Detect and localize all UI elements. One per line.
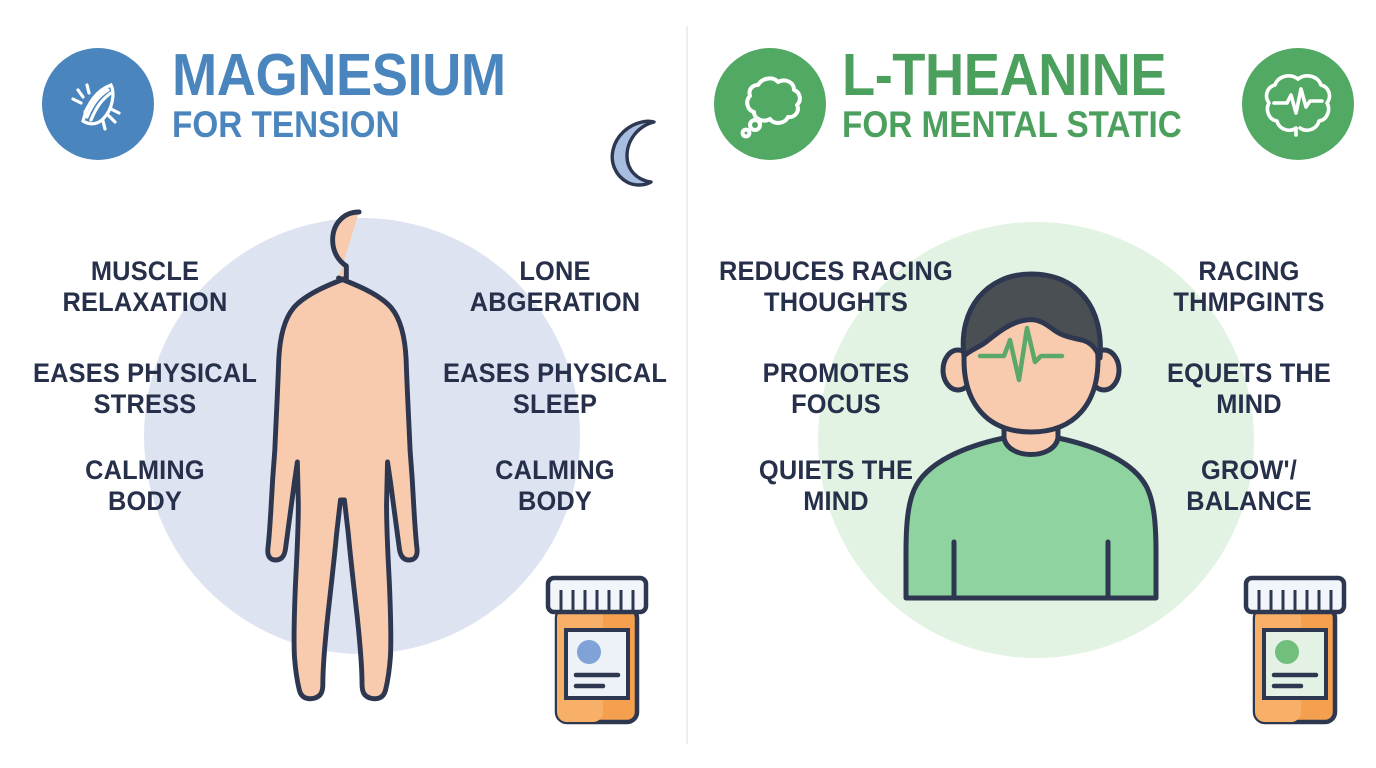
header-l-theanine: L-THEANINE FOR MENTAL STATIC <box>714 44 1354 164</box>
panel-magnesium: MAGNESIUM FOR TENSION MUSCLE RELAXATION … <box>0 0 686 768</box>
benefit-label-right-3: GROW'/ BALANCE <box>1186 455 1312 516</box>
benefit-label-right-1: LONE ABGERATION <box>469 256 641 317</box>
crescent-moon-icon <box>608 116 676 193</box>
benefit-label-left-3: CALMING BODY <box>85 455 205 516</box>
benefit-label-right-3: CALMING BODY <box>495 455 615 516</box>
title-block-l-theanine: L-THEANINE FOR MENTAL STATIC <box>842 42 1220 146</box>
benefit-label-left-1: REDUCES RACING THOUGHTS <box>719 256 953 317</box>
page-subtitle-magnesium: FOR TENSION <box>172 104 400 146</box>
benefit-label-left-2: PROMOTES FOCUS <box>762 358 910 419</box>
page-title-magnesium: MAGNESIUM <box>172 42 506 108</box>
page-title-l-theanine: L-THEANINE <box>842 42 1167 108</box>
benefit-label-left-2: EASES PHYSICAL STRESS <box>32 358 258 419</box>
benefit-label-left-3: QUIETS THE MIND <box>758 455 914 516</box>
panel-divider <box>686 26 688 744</box>
header-magnesium: MAGNESIUM FOR TENSION <box>42 42 672 187</box>
thought-bubble-icon <box>714 48 826 160</box>
person-bust-with-pulse <box>886 252 1176 607</box>
pill-bottle-icon-l-theanine <box>1237 568 1353 731</box>
human-body-silhouette <box>248 204 438 709</box>
title-block-magnesium: MAGNESIUM FOR TENSION <box>172 42 535 146</box>
benefit-label-right-2: EQUETS THE MIND <box>1166 358 1332 419</box>
page-subtitle-l-theanine: FOR MENTAL STATIC <box>842 104 1182 146</box>
benefit-label-right-2: EASES PHYSICAL SLEEP <box>442 358 668 419</box>
benefit-label-right-1: RACING THMPGINTS <box>1173 256 1325 317</box>
pill-bottle-icon-magnesium <box>539 568 655 731</box>
brain-pulse-icon <box>1242 48 1354 160</box>
panel-l-theanine: L-THEANINE FOR MENTAL STATIC <box>688 0 1376 768</box>
muscle-fiber-icon <box>42 48 154 160</box>
benefit-label-left-1: MUSCLE RELAXATION <box>62 256 228 317</box>
